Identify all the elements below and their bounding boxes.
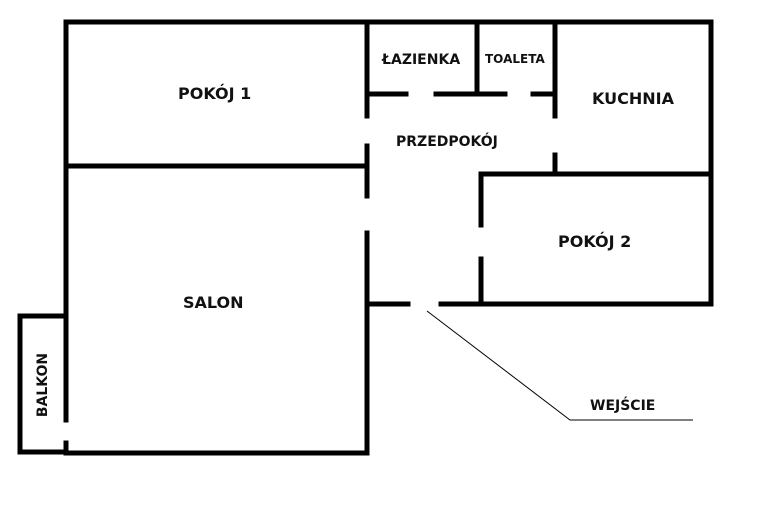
room-label-pokoj2: POKÓJ 2 <box>558 232 632 251</box>
room-label-pokoj1: POKÓJ 1 <box>178 84 252 103</box>
room-label-kuchnia: KUCHNIA <box>592 89 674 108</box>
room-label-przedpokoj: PRZEDPOKÓJ <box>396 134 498 150</box>
room-label-lazienka: ŁAZIENKA <box>382 52 461 68</box>
entrance-label: WEJŚCIE <box>590 398 656 414</box>
entrance-pointer-line <box>426 310 693 421</box>
room-label-salon: SALON <box>183 293 244 312</box>
room-label-balkon: BALKON <box>35 352 51 418</box>
room-label-toaleta: TOALETA <box>485 52 545 66</box>
